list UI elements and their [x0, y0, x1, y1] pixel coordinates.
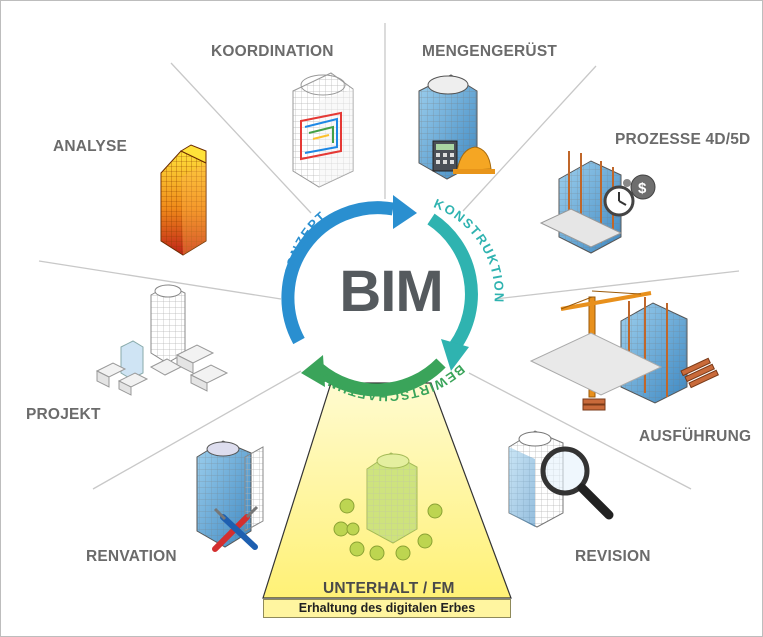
prozesse-illustration: $: [539, 151, 656, 254]
konstruktion-arrow: [427, 213, 478, 350]
phase-projekt: PROJEKT: [26, 406, 101, 423]
cycle-ring: [281, 201, 478, 397]
phase-revision: REVISION: [575, 548, 651, 565]
koordination-illustration: [292, 72, 354, 188]
bewirtschaftung-arrowhead: [301, 355, 325, 387]
renovation-illustration: [196, 440, 264, 552]
phase-renovation: RENVATION: [86, 548, 177, 565]
konzept-label: KONZEPT: [281, 208, 329, 280]
konzept-arrowhead: [393, 195, 417, 229]
phase-mengengeruest: MENGENGERÜST: [422, 43, 558, 60]
phase-ausfuehrung: AUSFÜHRUNG: [639, 428, 752, 445]
konzept-arrow: [281, 201, 395, 345]
phase-analyse: ANALYSE: [53, 138, 128, 155]
phase-unterhalt: UNTERHALT / FM: [323, 580, 455, 597]
phase-prozesse: PROZESSE 4D/5D: [615, 131, 751, 148]
phase-koordination: KOORDINATION: [211, 43, 334, 60]
mengengeruest-illustration: [418, 74, 495, 180]
konstruktion-arrowhead: [441, 339, 469, 371]
bim-center-label: BIM: [339, 259, 443, 324]
divider-lines: [38, 23, 740, 490]
bewirtschaftung-arrow: [314, 358, 446, 397]
revision-illustration: [508, 430, 614, 528]
unterhalt-illustration: [333, 452, 443, 561]
svg-text:$: $: [638, 180, 647, 197]
ausfuehrung-illustration: [529, 290, 719, 411]
caption-erhaltung: Erhaltung des digitalen Erbes: [263, 599, 511, 618]
analyse-illustration: [160, 144, 207, 256]
projekt-illustration: [95, 284, 229, 396]
